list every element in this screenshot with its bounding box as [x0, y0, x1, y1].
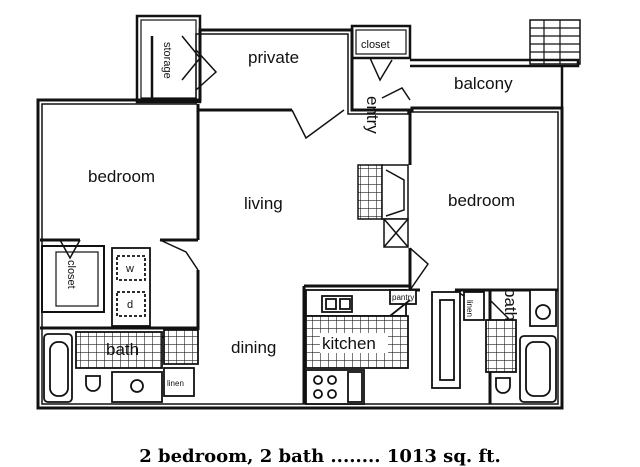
bath-left-label: bath [106, 340, 139, 359]
dryer-label: d [127, 299, 133, 311]
unit-caption: 2 bedroom, 2 bath ........ 1013 sq. ft. [139, 446, 501, 467]
bedroom-left-label: bedroom [88, 167, 155, 186]
closet-door [369, 57, 393, 82]
private-label: private [248, 48, 299, 67]
closet-top-label: closet [361, 39, 390, 51]
linen-label: linen [167, 379, 184, 388]
kitchen [305, 289, 417, 405]
private-door [291, 109, 345, 140]
kitchen-label: kitchen [322, 334, 376, 353]
storage-door [195, 49, 218, 91]
storage-label: storage [161, 42, 173, 79]
bath-right [431, 289, 557, 403]
entry-label: entry [363, 96, 382, 134]
bath-right-label: bath [501, 288, 520, 321]
kitchen-label-bg [320, 333, 388, 353]
balcony-label: balcony [454, 74, 513, 93]
entry-door [381, 87, 411, 101]
dining-label: dining [231, 338, 276, 357]
closet-left-label: closet [65, 260, 77, 289]
living-label: living [244, 194, 283, 213]
linen-right-label: linen [465, 300, 474, 317]
closet-left [41, 245, 105, 313]
balcony [410, 19, 581, 108]
washer-label: w [125, 263, 134, 275]
pantry-label: pantry [392, 293, 414, 302]
closet-top [350, 24, 412, 60]
storage-room [135, 14, 202, 104]
fireplace [357, 164, 409, 248]
bedroom-right-label: bedroom [448, 191, 515, 210]
bath-left [43, 329, 199, 403]
washer-dryer [111, 247, 151, 327]
